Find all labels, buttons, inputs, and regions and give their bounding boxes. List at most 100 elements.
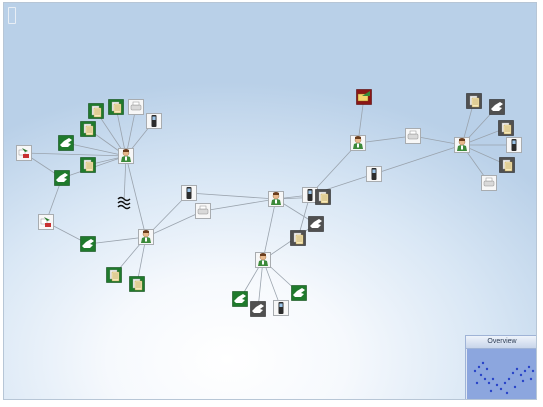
document-node[interactable] (498, 120, 514, 136)
minimap-dot (481, 361, 485, 365)
minimap-dot (491, 377, 495, 381)
overview-minimap-dots (473, 361, 535, 395)
wave-node[interactable] (117, 196, 131, 210)
overview-title: Overview (466, 336, 536, 349)
document-icon (132, 278, 143, 291)
document-icon (111, 101, 122, 114)
person-icon (258, 253, 268, 266)
graph-edge (145, 210, 204, 238)
printer-node[interactable] (128, 99, 144, 115)
person-icon (271, 192, 281, 205)
document-icon (318, 191, 329, 204)
minimap-dot (523, 369, 527, 373)
minimap-dot (483, 377, 487, 381)
minimap-dot (507, 377, 511, 381)
minimap-dot (495, 383, 499, 387)
graph-edge (65, 142, 127, 157)
mobile-phone-node[interactable] (506, 137, 522, 153)
person-node[interactable] (350, 135, 366, 151)
mobile-phone-node[interactable] (366, 166, 382, 182)
document-node[interactable] (315, 189, 331, 205)
document-node[interactable] (129, 276, 145, 292)
graph-canvas[interactable]: Overview (3, 2, 537, 400)
document-icon (293, 232, 304, 245)
transfer-icon (18, 148, 29, 158)
document-icon (83, 123, 94, 136)
graph-edge (125, 155, 147, 238)
minimap-dot (519, 373, 523, 377)
document-node[interactable] (80, 157, 96, 173)
graph-edge (115, 106, 127, 157)
minimap-dot (503, 381, 507, 385)
hand-node[interactable] (308, 216, 324, 232)
printer-node[interactable] (195, 203, 211, 219)
minimap-dot (505, 391, 509, 395)
overview-panel[interactable]: Overview (465, 335, 536, 399)
document-node[interactable] (290, 230, 306, 246)
mobile-phone-node[interactable] (273, 300, 289, 316)
graph-edge (309, 142, 359, 196)
hand-node[interactable] (232, 291, 248, 307)
mobile-phone-node[interactable] (302, 187, 318, 203)
minimap-dot (511, 371, 515, 375)
person-node[interactable] (255, 252, 271, 268)
document-node[interactable] (88, 103, 104, 119)
bank-card-icon (357, 91, 370, 102)
graph-edge (357, 135, 414, 144)
document-node[interactable] (106, 267, 122, 283)
hand-icon (293, 288, 305, 297)
mobile-phone-icon (307, 189, 313, 201)
hand-icon (310, 219, 322, 228)
hand-node[interactable] (489, 99, 505, 115)
document-node[interactable] (80, 121, 96, 137)
transfer-icon (40, 217, 51, 227)
minimap-dot (527, 365, 531, 369)
document-node[interactable] (108, 99, 124, 115)
document-icon (469, 95, 480, 108)
minimap-dot (489, 389, 493, 393)
minimap-dot (521, 379, 525, 383)
person-node[interactable] (118, 148, 134, 164)
graph-edge (188, 192, 277, 200)
overview-minimap[interactable] (467, 349, 536, 399)
wave-icon (117, 196, 131, 210)
hand-icon (56, 173, 68, 182)
bank-card-node[interactable] (356, 89, 372, 105)
person-node[interactable] (454, 137, 470, 153)
person-node[interactable] (138, 229, 154, 245)
person-node[interactable] (268, 191, 284, 207)
hand-icon (491, 102, 503, 111)
document-node[interactable] (466, 93, 482, 109)
hand-node[interactable] (54, 170, 70, 186)
person-icon (353, 136, 363, 149)
printer-node[interactable] (405, 128, 421, 144)
transfer-node[interactable] (16, 145, 32, 161)
printer-node[interactable] (481, 175, 497, 191)
hand-node[interactable] (291, 285, 307, 301)
printer-icon (483, 177, 495, 187)
mobile-phone-icon (186, 187, 192, 199)
hand-node[interactable] (250, 301, 266, 317)
printer-icon (197, 205, 209, 215)
graph-edge (257, 259, 264, 310)
hand-icon (82, 239, 94, 248)
hand-icon (234, 294, 246, 303)
person-icon (121, 149, 131, 162)
minimap-dot (475, 381, 479, 385)
hand-icon (60, 138, 72, 147)
panel-grip-icon[interactable] (8, 7, 16, 24)
document-node[interactable] (499, 157, 515, 173)
graph-edge (23, 152, 127, 157)
mobile-phone-node[interactable] (181, 185, 197, 201)
mobile-phone-icon (278, 302, 284, 314)
transfer-node[interactable] (38, 214, 54, 230)
graph-edge (125, 106, 137, 157)
mobile-phone-node[interactable] (146, 113, 162, 129)
hand-node[interactable] (58, 135, 74, 151)
hand-node[interactable] (80, 236, 96, 252)
graph-edge (202, 198, 277, 212)
mobile-phone-icon (151, 115, 157, 127)
document-icon (502, 159, 513, 172)
graph-edge (87, 236, 147, 245)
network-graph[interactable] (4, 3, 537, 400)
